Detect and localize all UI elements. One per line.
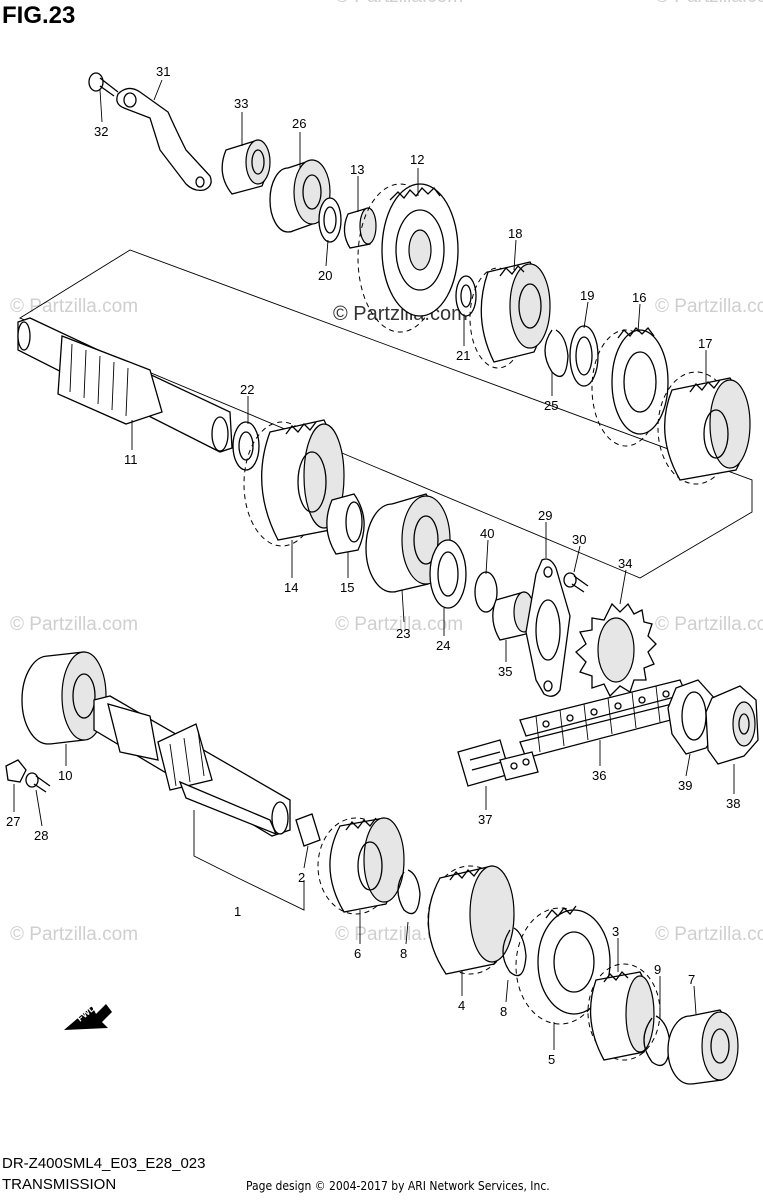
callout-21: 21 (456, 348, 470, 363)
part-20-washer (318, 197, 342, 243)
callout-32: 32 (94, 124, 108, 139)
part-22-washer (232, 421, 260, 471)
part-18-gear (469, 261, 551, 369)
callout-39: 39 (678, 778, 692, 793)
callout-10: 10 (58, 768, 72, 783)
watermark: © Partzilla.com (10, 614, 138, 635)
callout-35: 35 (498, 664, 512, 679)
part-16-gear (591, 327, 669, 447)
callout-20: 20 (318, 268, 332, 283)
part-25-circlip (544, 329, 569, 377)
callout-23: 23 (396, 626, 410, 641)
callout-25: 25 (544, 398, 558, 413)
callout-3: 3 (612, 924, 619, 939)
callout-36: 36 (592, 768, 606, 783)
part-7-bearing (667, 1009, 739, 1085)
callout-16: 16 (632, 290, 646, 305)
callout-26: 26 (292, 116, 306, 131)
callout-24: 24 (436, 638, 450, 653)
part-29-plate (525, 558, 571, 697)
watermark: © Partzilla.com (655, 0, 763, 7)
part-36-drive-chain (519, 679, 687, 759)
callout-40: 40 (480, 526, 494, 541)
watermark: © Partzilla.com (655, 296, 763, 317)
watermark: © Partzilla.com (335, 0, 463, 7)
callout-6: 6 (354, 946, 361, 961)
callout-5: 5 (548, 1052, 555, 1067)
part-12-gear (357, 183, 459, 333)
part-1-main-shaft (93, 695, 291, 837)
part-14-gear (243, 419, 345, 547)
callout-15: 15 (340, 580, 354, 595)
callout-19: 19 (580, 288, 594, 303)
callout-22: 22 (240, 382, 254, 397)
part-39-lock-washer (667, 679, 719, 755)
part-19-washer (569, 325, 599, 387)
callout-14: 14 (284, 580, 298, 595)
part-9-circlip (643, 1015, 671, 1067)
callout-27: 27 (6, 814, 20, 829)
callout-29: 29 (538, 508, 552, 523)
callout-37: 37 (478, 812, 492, 827)
callout-7: 7 (688, 972, 695, 987)
watermark: © Partzilla.com (10, 924, 138, 945)
callout-31: 31 (156, 64, 170, 79)
fwd-arrow-icon: FWD (64, 1002, 112, 1030)
exploded-view-diagram: © Partzilla.com © Partzilla.com © Partzi… (5, 0, 763, 1085)
part-6-gear (317, 817, 405, 915)
part-34-sprocket (575, 602, 657, 698)
part-15-washer (326, 493, 365, 555)
part-31-shift-arm (116, 87, 212, 192)
callout-17: 17 (698, 336, 712, 351)
callout-18: 18 (508, 226, 522, 241)
leader-lines (13, 79, 735, 1050)
figure-title: FIG.23 (2, 2, 76, 29)
watermark-group: © Partzilla.com © Partzilla.com © Partzi… (10, 0, 763, 945)
callout-9: 9 (654, 962, 661, 977)
part-37-chain-joint (457, 739, 539, 787)
callout-labels: 31 32 33 26 13 12 20 18 19 16 17 21 25 2… (6, 64, 740, 1067)
part-38-nut (705, 685, 759, 765)
watermark: © Partzilla.com (335, 614, 463, 635)
part-13-bearing-needle (343, 207, 377, 249)
part-17-gear (657, 371, 751, 485)
part-4-gear (427, 865, 515, 975)
part-30-bolt (563, 572, 589, 593)
part-11-countershaft (17, 317, 233, 453)
callout-30: 30 (572, 532, 586, 547)
part-28-screw (25, 772, 51, 793)
part-32-screw (88, 72, 119, 97)
part-8-circlip-upper (397, 869, 421, 915)
part-33-bushing (221, 139, 271, 195)
part-27-plate (5, 759, 27, 783)
callout-2: 2 (298, 870, 305, 885)
callout-11: 11 (124, 452, 138, 467)
part-2-pin (295, 813, 321, 847)
watermark: © Partzilla.com (655, 614, 763, 635)
footer-copyright: Page design © 2004-2017 by ARI Network S… (246, 1179, 550, 1193)
watermark: © Partzilla.com (10, 296, 138, 317)
watermark: © Partzilla.com (655, 924, 763, 945)
part-5-gear (515, 905, 611, 1025)
part-24-oil-seal (429, 539, 467, 609)
callout-12: 12 (410, 152, 424, 167)
footer-section-name: TRANSMISSION (2, 1176, 117, 1193)
callout-1: 1 (234, 904, 241, 919)
callout-8a: 8 (400, 946, 407, 961)
footer-model-code: DR-Z400SML4_E03_E28_023 (2, 1155, 206, 1172)
callout-34: 34 (618, 556, 632, 571)
callout-33: 33 (234, 96, 248, 111)
countershaft-group-outline (19, 249, 753, 579)
part-3-gear (587, 963, 661, 1061)
callout-8b: 8 (500, 1004, 507, 1019)
callout-28: 28 (34, 828, 48, 843)
callout-4: 4 (458, 998, 465, 1013)
callout-13: 13 (350, 162, 364, 177)
callout-38: 38 (726, 796, 740, 811)
